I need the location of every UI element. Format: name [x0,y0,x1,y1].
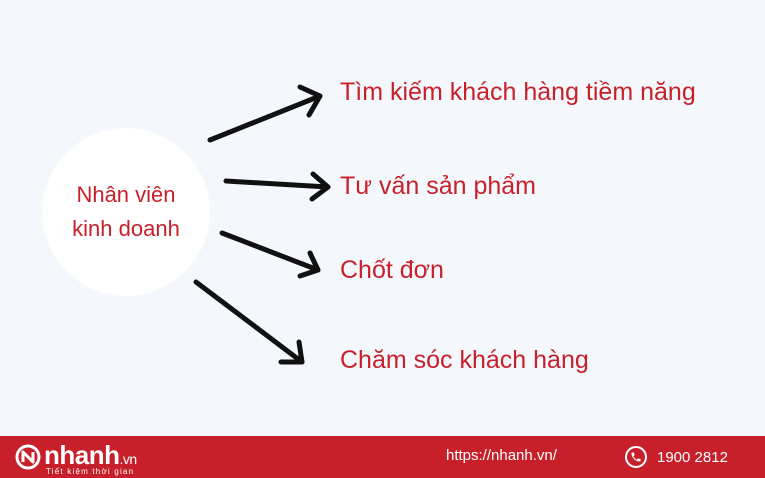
nhanh-logo[interactable]: nhanh.vn Tiết kiệm thời gian [14,441,184,476]
phone-icon [625,446,647,468]
logo-tagline: Tiết kiệm thời gian [46,467,135,476]
branch-label-close-order: Chốt đơn [340,256,444,284]
arrow-to-branch-2 [223,171,331,202]
phone-contact[interactable]: 1900 2812 [625,444,728,470]
arrow-to-branch-3 [219,230,321,279]
website-link[interactable]: https://nhanh.vn/ [446,447,557,464]
center-label-line1: Nhân viên [76,182,176,207]
arrow-to-branch-4 [193,279,305,365]
logo-mark-icon [15,444,41,470]
branch-label-find-customers: Tìm kiếm khách hàng tiềm năng [340,78,696,106]
phone-number: 1900 2812 [657,448,728,466]
center-node: Nhân viên kinh doanh [42,128,210,296]
center-label-line2: kinh doanh [72,216,180,241]
logo-text: nhanh.vn [44,441,137,473]
arrow-to-branch-1 [207,84,323,143]
logo-domain: .vn [119,451,138,467]
logo-main: nhanh [44,440,120,470]
center-label: Nhân viên kinh doanh [51,178,201,246]
footer-bar: nhanh.vn Tiết kiệm thời gian https://nha… [0,436,765,478]
branch-label-customer-care: Chăm sóc khách hàng [340,346,589,374]
branch-label-consult-product: Tư vấn sản phẩm [340,172,536,200]
diagram-canvas: Nhân viên kinh doanh Tìm kiếm khách hà [42,78,696,374]
arrows-layer [193,84,331,365]
